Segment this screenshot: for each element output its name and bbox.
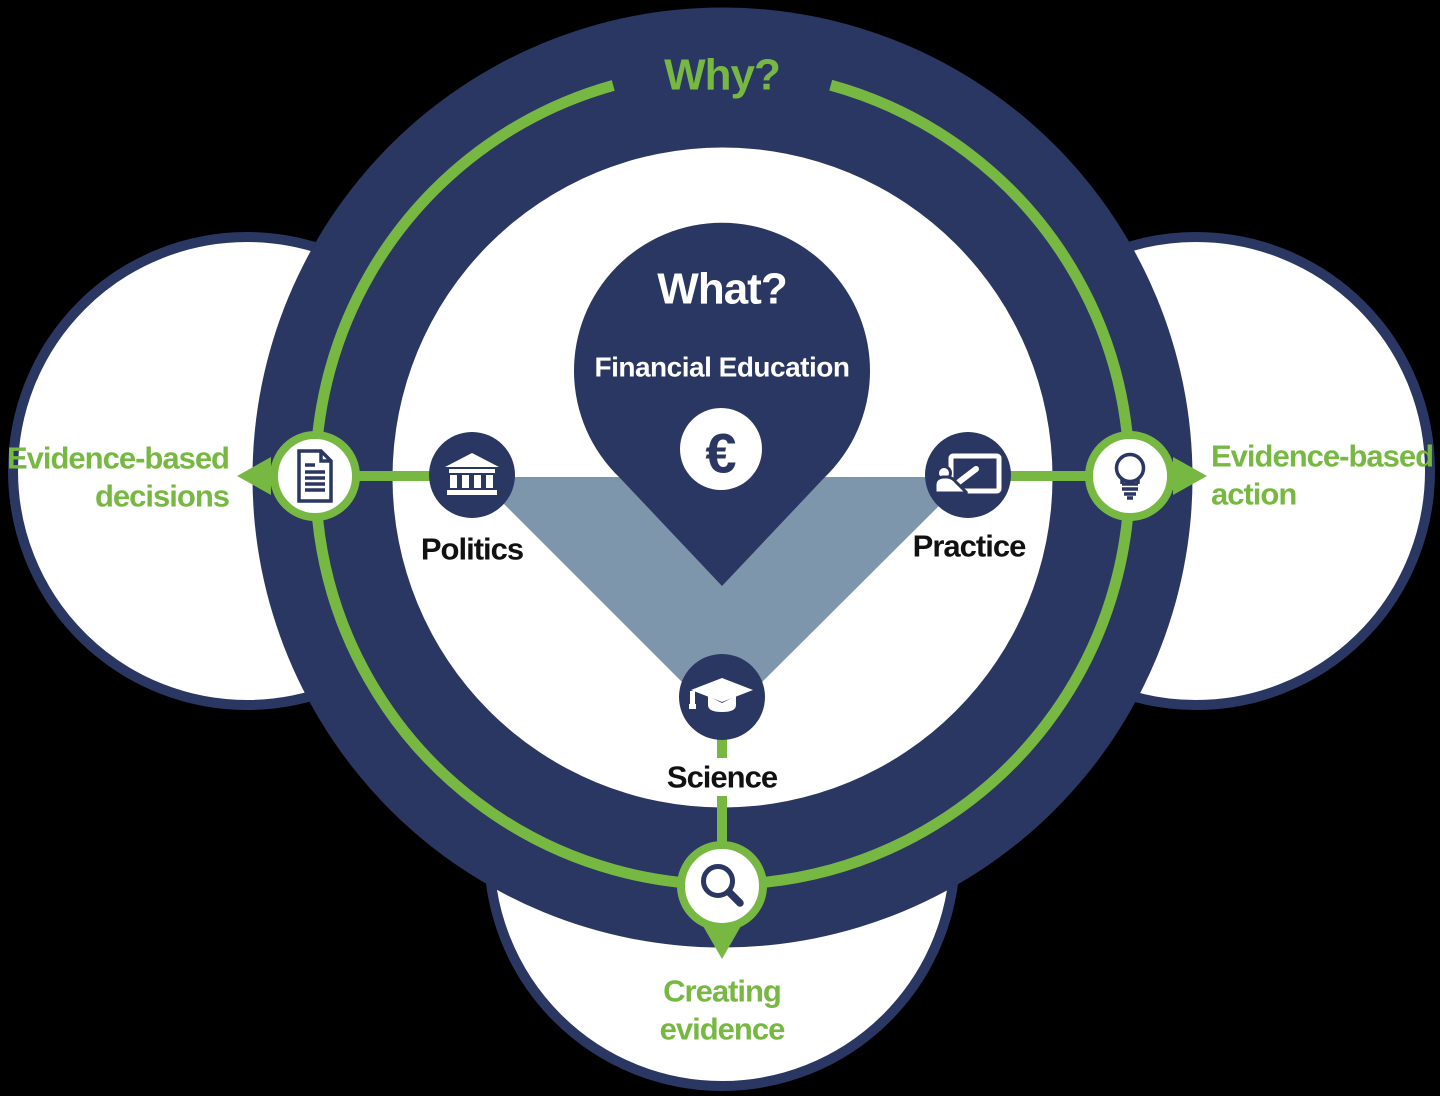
- right-outcome-line1: Evidence-based: [1211, 439, 1433, 474]
- what-label: What?: [657, 265, 786, 314]
- right-outcome-line2: action: [1211, 477, 1296, 512]
- pin-shape: [574, 222, 870, 586]
- document-icon: [297, 449, 333, 503]
- bottom-outcome-label: Creating evidence: [660, 974, 786, 1047]
- politics-node: [429, 432, 515, 518]
- decisions-badge-circle: [270, 431, 360, 521]
- action-badge-circle: [1085, 431, 1175, 521]
- magnifier-icon: [701, 864, 744, 907]
- euro-icon: €: [705, 422, 736, 485]
- science-node: [679, 654, 765, 740]
- left-outcome-line2: decisions: [95, 479, 229, 514]
- practice-node: [925, 432, 1011, 518]
- graduation-cap-icon: [689, 678, 753, 712]
- action-badge: [1085, 431, 1175, 521]
- evidence-badge: [677, 841, 767, 931]
- down-arrow: [703, 926, 741, 959]
- science-label: Science: [667, 760, 778, 795]
- why-label: Why?: [664, 51, 780, 100]
- left-outcome-line1: Evidence-based: [7, 441, 229, 476]
- euro-badge: [680, 408, 762, 490]
- evidence-badge-circle: [677, 841, 767, 931]
- bank-icon: [445, 453, 499, 495]
- right-arrow: [1173, 457, 1207, 495]
- bottom-outcome-line2: evidence: [660, 1012, 785, 1047]
- subject-label: Financial Education: [595, 352, 850, 383]
- right-outcome-label: Evidence-based action: [1211, 439, 1434, 512]
- presentation-icon: [933, 453, 1002, 495]
- left-outcome-label: Evidence-based decisions: [7, 441, 230, 514]
- decisions-badge: [270, 431, 360, 521]
- politics-circle: [429, 432, 515, 518]
- politics-label: Politics: [421, 532, 523, 567]
- science-label-mask: [650, 758, 794, 796]
- lightbulb-icon: [1114, 452, 1146, 500]
- bottom-outcome-line1: Creating: [663, 974, 781, 1009]
- left-arrow: [237, 457, 271, 495]
- collaboration-triangle: [477, 477, 968, 722]
- practice-label: Practice: [913, 529, 1026, 564]
